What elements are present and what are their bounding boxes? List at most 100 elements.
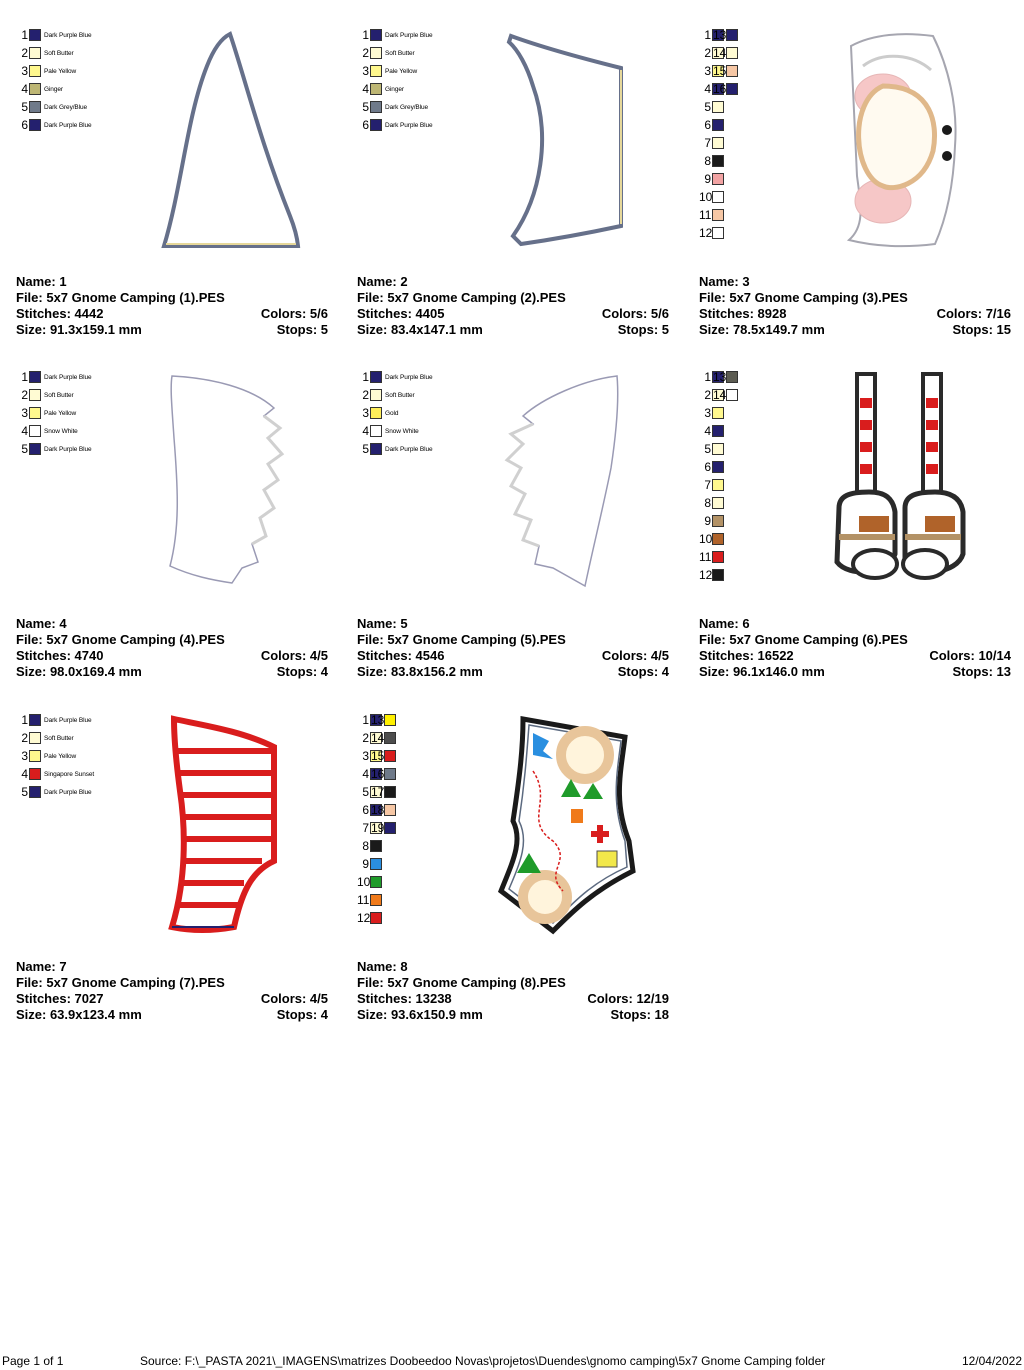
thread-name: Ginger: [385, 85, 404, 93]
thread-name: Gold: [385, 409, 399, 417]
thread-swatch: [29, 29, 41, 41]
design-colors: Colors: 10/14: [929, 648, 1011, 663]
palette-entry-number: 4: [21, 767, 28, 781]
palette-entry: 9: [357, 855, 382, 873]
design-file: File: 5x7 Gnome Camping (5).PES: [357, 632, 566, 647]
design-name: Name: 4: [16, 616, 67, 631]
thread-swatch: [29, 389, 41, 401]
palette-entry-number: 2: [362, 731, 369, 745]
thread-swatch: [726, 65, 738, 77]
palette-entry: 8: [699, 152, 724, 170]
palette-entry-number: 6: [362, 118, 369, 132]
palette-entry-number: 14: [713, 388, 727, 402]
design-size: Size: 83.4x147.1 mm: [357, 322, 483, 337]
palette-entry: 3: [699, 404, 724, 422]
palette-entry: 6: [699, 116, 724, 134]
palette-entry-number: 4: [21, 424, 28, 438]
palette-entry: 5: [357, 783, 382, 801]
palette-entry-number: 10: [699, 190, 713, 204]
thread-name: Dark Purple Blue: [385, 373, 433, 381]
thread-swatch: [370, 840, 382, 852]
design-name: Name: 8: [357, 959, 408, 974]
palette-entry: 7: [699, 476, 724, 494]
palette-entry: 14: [713, 44, 738, 62]
palette-entry-number: 3: [704, 406, 711, 420]
palette-entry-number: 11: [699, 550, 712, 564]
page-footer: Page 1 of 1 Source: F:\_PASTA 2021\_IMAG…: [0, 1354, 1024, 1370]
thread-swatch: [712, 137, 724, 149]
thread-swatch: [712, 389, 724, 401]
thread-swatch: [712, 47, 724, 59]
palette-entry: 14: [371, 729, 396, 747]
palette-entry-number: 5: [21, 785, 28, 799]
thread-swatch: [29, 714, 41, 726]
thread-swatch: [712, 497, 724, 509]
palette-entry: 16: [371, 765, 396, 783]
palette-entry-number: 6: [21, 118, 28, 132]
palette-entry-number: 15: [713, 64, 727, 78]
thread-swatch: [384, 804, 396, 816]
design-info: Name: 2 File: 5x7 Gnome Camping (2).PES …: [357, 274, 669, 338]
palette-entry: 8: [699, 494, 724, 512]
design-stitches: Stitches: 7027: [16, 991, 104, 1006]
palette-entry-number: 4: [362, 424, 369, 438]
palette-entry-number: 10: [699, 532, 713, 546]
palette-entry-number: 5: [362, 100, 369, 114]
thread-swatch: [370, 732, 382, 744]
print-date: 12/04/2022: [961, 1354, 1022, 1368]
palette-entry-number: 3: [21, 64, 28, 78]
design-stitches: Stitches: 13238: [357, 991, 452, 1006]
palette-entry-number: 8: [704, 496, 711, 510]
palette-entry-number: 4: [362, 82, 369, 96]
thread-name: Pale Yellow: [44, 67, 77, 75]
design-preview-1: [161, 31, 301, 248]
thread-swatch: [726, 389, 738, 401]
thread-swatch: [29, 119, 41, 131]
thread-swatch: [712, 425, 724, 437]
palette-entry-number: 2: [704, 46, 711, 60]
palette-entry-number: 5: [362, 785, 369, 799]
palette-entry: 11: [699, 206, 724, 224]
thread-swatch: [384, 750, 396, 762]
palette-entry: 2: [699, 44, 724, 62]
design-stops: Stops: 13: [952, 664, 1011, 679]
thread-name: Pale Yellow: [385, 67, 418, 75]
design-size: Size: 91.3x159.1 mm: [16, 322, 142, 337]
palette-entry: 1: [357, 711, 382, 729]
thread-swatch: [29, 371, 41, 383]
palette-entry: 7: [357, 819, 382, 837]
thread-swatch: [370, 119, 382, 131]
design-size: Size: 98.0x169.4 mm: [16, 664, 142, 679]
design-info: Name: 8 File: 5x7 Gnome Camping (8).PES …: [357, 959, 669, 1023]
palette-entry: 2: [357, 729, 382, 747]
design-file: File: 5x7 Gnome Camping (8).PES: [357, 975, 566, 990]
palette-entry-number: 1: [362, 713, 369, 727]
palette-entry-number: 2: [21, 388, 28, 402]
thread-swatch: [29, 768, 41, 780]
palette-entry: 12: [357, 909, 382, 927]
thread-swatch: [370, 425, 382, 437]
palette-entry-number: 2: [362, 46, 369, 60]
palette-entry-number: 6: [704, 118, 711, 132]
thread-swatch: [726, 29, 738, 41]
design-file: File: 5x7 Gnome Camping (1).PES: [16, 290, 225, 305]
palette-entry: 6: [699, 458, 724, 476]
thread-swatch: [370, 29, 382, 41]
design-colors: Colors: 4/5: [260, 991, 328, 1006]
thread-swatch: [29, 407, 41, 419]
palette-entry-number: 12: [357, 911, 371, 925]
thread-swatch: [712, 191, 724, 203]
palette-entry: 18: [371, 801, 396, 819]
thread-swatch: [712, 101, 724, 113]
